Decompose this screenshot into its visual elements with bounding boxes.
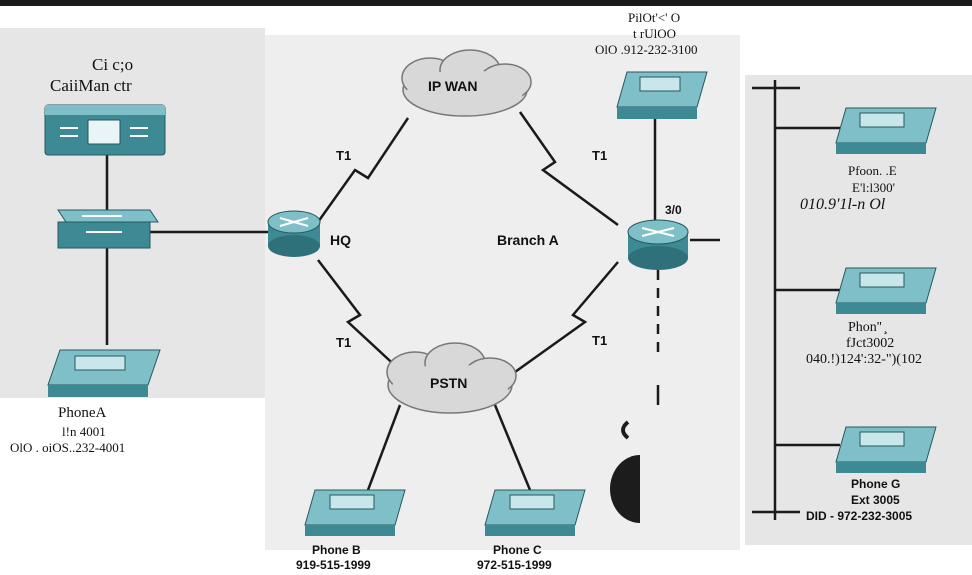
phone-f-icon (835, 267, 937, 314)
phone-g-did: DID - 972-232-3005 (806, 509, 913, 523)
phone-e-ext: E'l:l300' (852, 180, 895, 195)
t1-hq-ipwan (316, 117, 410, 223)
phone-a-name: PhoneA (58, 405, 107, 421)
callmanager-label-line1: Ci c;o (92, 55, 134, 74)
link-pstn-phone-c (493, 404, 532, 491)
hq-label: HQ (330, 232, 351, 248)
phone-f-did: 040.!)124':32-")(102 (806, 352, 922, 367)
t1-label-ipwan-branch: T1 (592, 148, 608, 163)
branch-router-icon (627, 219, 689, 270)
branch-a-label: Branch A (497, 232, 559, 248)
t1-branch-pstn (514, 261, 619, 374)
lan-links (105, 80, 840, 520)
link-pstn-phone-b (366, 404, 402, 491)
dark-blob (610, 455, 640, 523)
phone-c-icon (484, 489, 586, 536)
phone-d-name: PilOt'<' O (628, 10, 681, 25)
phone-d-icon (616, 71, 708, 119)
phone-a-did: OlO . oiOS..232-4001 (10, 440, 126, 455)
phone-g-ext: Ext 3005 (851, 493, 900, 507)
t1-label-hq-pstn: T1 (336, 335, 352, 350)
pstn-cloud (386, 342, 517, 414)
pstn-label: PSTN (430, 375, 468, 391)
t1-label-branch-pstn: T1 (592, 333, 608, 348)
t1-ipwan-branch (518, 111, 619, 227)
t1-hq-pstn (317, 259, 403, 373)
phone-d-did: OlO .912-232-3100 (595, 42, 698, 57)
t1-label-hq-ipwan: T1 (336, 148, 352, 163)
callmanager-label-line2: CaiiMan ctr (50, 76, 132, 95)
top-border (0, 0, 972, 6)
callmanager-server-icon (44, 104, 166, 156)
phone-c-number: 972-515-1999 (477, 558, 552, 572)
phone-g-name: Phone G (851, 477, 901, 491)
phone-g-icon (835, 426, 937, 473)
port-label: 3/0 (665, 203, 682, 217)
phone-b-name: Phone B (312, 543, 361, 557)
phone-b-icon (304, 489, 406, 536)
phone-a-ext: l!n 4001 (62, 424, 106, 439)
phone-c-name: Phone C (493, 543, 542, 557)
phone-f-name: Phon'' ̧ (848, 320, 886, 335)
ip-wan-cloud (401, 49, 532, 117)
phone-d-ext: t rUlOO (633, 26, 676, 41)
t1-links (316, 111, 619, 374)
phone-f-ext: fJct3002 (846, 336, 895, 351)
phone-e-name: Pfoon. .E (848, 163, 897, 178)
dark-mark (621, 420, 630, 440)
hq-router-icon (267, 210, 321, 257)
phone-e-did: 010.9'1l-n Ol (800, 196, 886, 213)
hq-switch-icon (57, 209, 159, 249)
ip-wan-label: IP WAN (428, 78, 478, 94)
phone-a-icon (47, 349, 161, 397)
phone-b-number: 919-515-1999 (296, 558, 371, 572)
phone-e-icon (835, 107, 937, 154)
